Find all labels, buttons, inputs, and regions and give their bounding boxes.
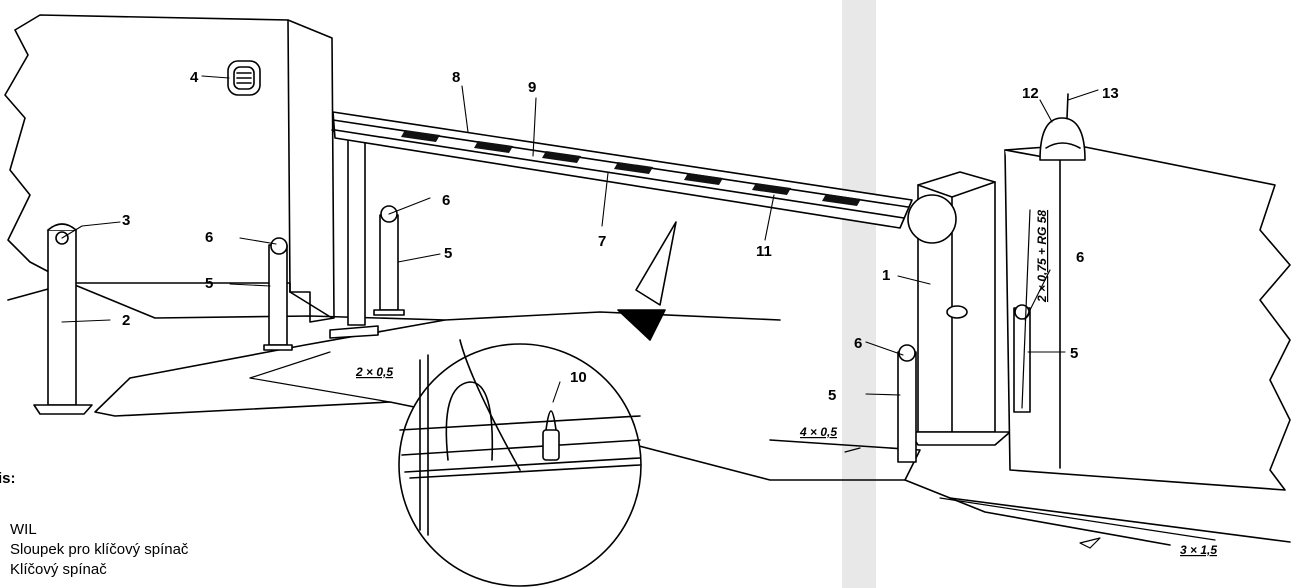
cable-label-left: 2 × 0,5 bbox=[355, 365, 393, 379]
callout-6b: 6 bbox=[442, 192, 450, 209]
callout-12: 12 bbox=[1022, 85, 1039, 102]
legend-item: WIL bbox=[10, 521, 37, 538]
legend-item: Klíčový spínač bbox=[10, 561, 107, 578]
callout-8: 8 bbox=[452, 69, 460, 86]
detail-arrow bbox=[617, 221, 677, 341]
detail-magnifier bbox=[398, 339, 642, 587]
callout-2: 2 bbox=[122, 312, 130, 329]
leader-lines bbox=[61, 75, 1099, 403]
callout-11: 11 bbox=[756, 243, 772, 260]
cable-runs bbox=[249, 209, 1216, 549]
callout-6c: 6 bbox=[854, 335, 862, 352]
antenna bbox=[1066, 93, 1069, 119]
photocell-post-right-a bbox=[897, 344, 917, 463]
callout-5a: 5 bbox=[205, 275, 213, 292]
flashing-lamp bbox=[1039, 117, 1086, 161]
callout-13: 13 bbox=[1102, 85, 1119, 102]
callout-5d: 5 bbox=[1070, 345, 1078, 362]
cable-label-power: 3 × 1,5 bbox=[1180, 543, 1217, 557]
watermark bbox=[842, 0, 876, 588]
photocell-post-left-a bbox=[263, 237, 293, 351]
barrier-housing bbox=[907, 171, 1011, 446]
callout-3: 3 bbox=[122, 212, 130, 229]
key-switch-post bbox=[33, 223, 93, 415]
callout-5b: 5 bbox=[444, 245, 452, 262]
legend-item: Sloupek pro klíčový spínač bbox=[10, 541, 189, 558]
photocell-post-left-b bbox=[373, 205, 405, 316]
callout-6a: 6 bbox=[205, 229, 213, 246]
callout-4: 4 bbox=[190, 69, 199, 86]
legend-list: WIL Sloupek pro klíčový spínač Klíčový s… bbox=[10, 520, 188, 580]
callout-5c: 5 bbox=[828, 387, 836, 404]
callout-10: 10 bbox=[570, 369, 587, 386]
callout-9: 9 bbox=[528, 79, 536, 96]
callout-numbers: 1 2 3 4 5 5 5 5 6 6 6 6 7 8 9 10 11 12 1… bbox=[122, 69, 1119, 404]
boom-stripes bbox=[401, 130, 861, 206]
key-switch bbox=[227, 60, 261, 96]
callout-1: 1 bbox=[882, 267, 890, 284]
callout-7: 7 bbox=[598, 233, 606, 250]
callout-6d: 6 bbox=[1076, 249, 1084, 266]
cable-label-mid: 4 × 0,5 bbox=[799, 425, 837, 439]
right-wall bbox=[1004, 144, 1291, 491]
cable-label-lamp: 2 × 0,75 + RG 58 bbox=[1035, 210, 1049, 303]
boom-support bbox=[329, 129, 379, 339]
legend-title: is: bbox=[0, 470, 16, 487]
